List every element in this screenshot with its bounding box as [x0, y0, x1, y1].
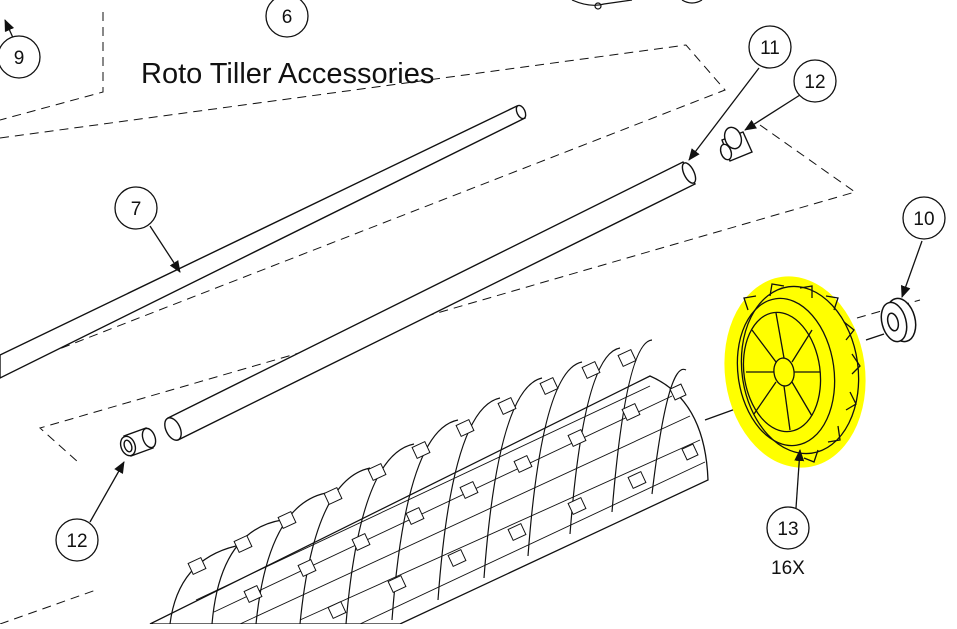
callout-10: 10 [902, 196, 946, 240]
callout-7: 7 [114, 186, 158, 230]
shaft-upper [0, 104, 527, 379]
bushing-lower [119, 427, 157, 457]
callout-12-lower: 12 [55, 518, 99, 562]
svg-text:10: 10 [913, 209, 934, 230]
callout-13: 13 [766, 506, 810, 550]
bushing-upper [719, 126, 753, 162]
tine-wheel-highlighted [724, 276, 885, 468]
svg-text:11: 11 [760, 38, 780, 59]
svg-text:6: 6 [282, 7, 293, 28]
callout-11: 11 [748, 25, 792, 69]
svg-text:13: 13 [777, 519, 798, 540]
tine-drum [149, 339, 753, 625]
quantity-label: 16X [771, 558, 805, 579]
svg-text:9: 9 [14, 48, 25, 69]
svg-text:12: 12 [804, 72, 825, 93]
shaft-lower [164, 161, 697, 441]
callout-6: 6 [265, 0, 309, 38]
svg-text:7: 7 [131, 199, 142, 220]
cropped-part-fragment [571, 0, 703, 10]
diagram-title: Roto Tiller Accessories [141, 58, 435, 90]
svg-text:12: 12 [66, 531, 87, 552]
callout-9: 9 [0, 35, 41, 79]
callout-12-upper: 12 [793, 59, 837, 103]
washer [880, 297, 917, 343]
